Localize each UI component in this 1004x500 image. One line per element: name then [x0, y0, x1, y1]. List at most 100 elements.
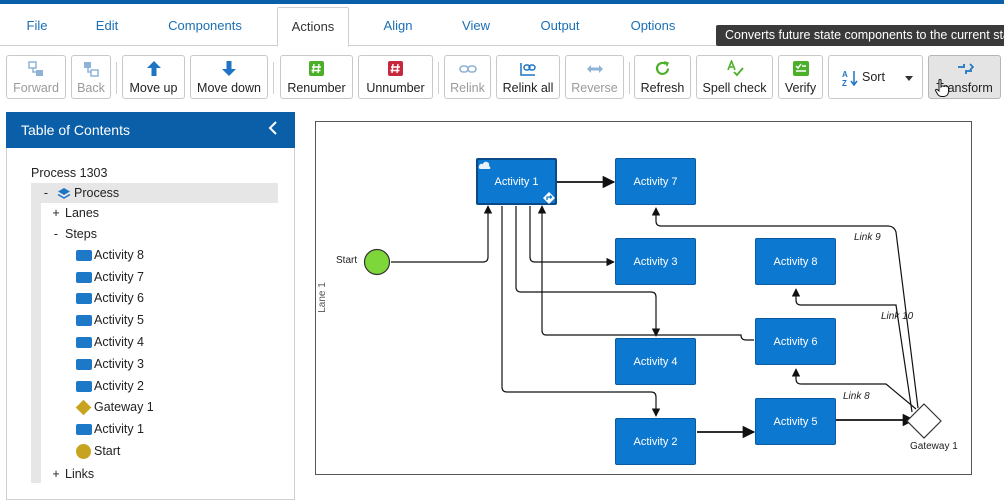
tree-item-label: Activity 4: [94, 335, 145, 349]
tree-toggle[interactable]: -: [43, 186, 49, 200]
move-up-button[interactable]: Move up: [122, 55, 185, 99]
activity-2[interactable]: Activity 2: [615, 418, 696, 465]
tab-options[interactable]: Options: [630, 18, 676, 33]
activity-icon: [76, 272, 92, 283]
tree-item-activity-8[interactable]: Activity 8: [41, 245, 278, 265]
link-icon: [445, 60, 490, 77]
activity-1[interactable]: Activity 1: [476, 158, 557, 205]
activity-icon: [76, 315, 92, 326]
connector-activity1-activity2: [501, 206, 661, 417]
chevron-down-icon: [905, 76, 913, 81]
tab-output[interactable]: Output: [540, 18, 580, 33]
activity-4[interactable]: Activity 4: [615, 338, 696, 385]
move-down-button[interactable]: Move down: [190, 55, 268, 99]
tree-item-activity-1[interactable]: Activity 1: [41, 419, 278, 439]
start-event[interactable]: [363, 248, 391, 276]
chevron-left-icon[interactable]: [268, 121, 278, 137]
activity-label: Activity 3: [633, 255, 678, 268]
tree-item-activity-3[interactable]: Activity 3: [41, 354, 278, 374]
tree-item-activity-2[interactable]: Activity 2: [41, 376, 278, 396]
gateway-marker-icon: [543, 192, 555, 204]
relink-all-button[interactable]: Relink all: [496, 55, 560, 99]
tree-item-links[interactable]: + Links: [41, 464, 278, 484]
activity-icon: [76, 293, 92, 304]
transform-icon: [929, 60, 1000, 77]
start-event-label: Start: [336, 255, 358, 266]
hash-icon: [281, 60, 352, 77]
spell-check-button[interactable]: Spell check: [696, 55, 773, 99]
toc-header: Table of Contents: [6, 112, 295, 148]
back-button[interactable]: Back: [71, 55, 111, 99]
tree-toggle[interactable]: +: [52, 206, 60, 220]
tree-item-label: Activity 1: [94, 422, 145, 436]
tree-toggle[interactable]: -: [53, 227, 59, 241]
toolbar-divider: [629, 62, 630, 94]
unnumber-button[interactable]: Unnumber: [358, 55, 433, 99]
refresh-button[interactable]: Refresh: [634, 55, 691, 99]
connector-start-activity1: [391, 205, 493, 263]
tab-edit[interactable]: Edit: [95, 18, 119, 33]
tab-components[interactable]: Components: [168, 18, 242, 33]
tree-item-process[interactable]: - Process: [41, 183, 278, 203]
activity-6[interactable]: Activity 6: [755, 318, 836, 365]
forward-button[interactable]: Forward: [6, 55, 66, 99]
tree-item-activity-4[interactable]: Activity 4: [41, 332, 278, 352]
tab-actions[interactable]: Actions: [277, 7, 349, 47]
tab-file[interactable]: File: [26, 18, 48, 33]
relink-label: Relink: [450, 81, 485, 95]
toc-panel: Table of Contents Process 1303 - Process…: [6, 112, 295, 500]
tree-children: - Process + Lanes - Steps Activity 8 Act…: [31, 183, 278, 483]
reverse-label: Reverse: [571, 81, 618, 95]
link-9-label[interactable]: Link 9: [854, 232, 881, 243]
move-up-label: Move up: [129, 81, 178, 95]
connector-link10: [791, 288, 913, 413]
relink-all-label: Relink all: [502, 81, 554, 95]
activity-3[interactable]: Activity 3: [615, 238, 696, 285]
tree-item-start[interactable]: Start: [41, 441, 278, 461]
process-diagram-canvas[interactable]: Lane 1 Start Activity 1 Activity 7 Activ…: [315, 121, 972, 475]
relink-button[interactable]: Relink: [444, 55, 491, 99]
tree-item-activity-5[interactable]: Activity 5: [41, 310, 278, 330]
link-8-label[interactable]: Link 8: [843, 391, 870, 402]
back-label: Back: [77, 81, 105, 95]
renumber-button[interactable]: Renumber: [280, 55, 353, 99]
activity-label: Activity 4: [633, 355, 678, 368]
tree-item-activity-6[interactable]: Activity 6: [41, 288, 278, 308]
spell-check-icon: [697, 60, 772, 77]
tree-item-lanes[interactable]: + Lanes: [41, 203, 278, 223]
tree-item-label: Activity 6: [94, 291, 145, 305]
tree-item-label: Activity 5: [94, 313, 145, 327]
tab-view[interactable]: View: [462, 18, 490, 33]
activity-7[interactable]: Activity 7: [615, 158, 696, 205]
link-10-label[interactable]: Link 10: [881, 311, 914, 322]
forward-icon: [7, 60, 65, 77]
tree-item-activity-7[interactable]: Activity 7: [41, 267, 278, 287]
tab-align[interactable]: Align: [383, 18, 413, 33]
gateway-icon: [75, 399, 92, 416]
tree-item-gateway-1[interactable]: Gateway 1: [41, 397, 278, 417]
connector-layer: [391, 175, 919, 439]
activity-icon: [76, 381, 92, 392]
sort-label: Sort: [862, 70, 885, 84]
tree-item-steps[interactable]: - Steps: [41, 224, 278, 244]
verify-button[interactable]: Verify: [778, 55, 823, 99]
activity-icon: [76, 337, 92, 348]
tree-toggle[interactable]: +: [52, 467, 60, 481]
reverse-button[interactable]: Reverse: [565, 55, 624, 99]
tree-item-label: Process: [74, 186, 120, 200]
connector-link9: [651, 207, 919, 409]
gateway-1[interactable]: [904, 402, 944, 442]
gateway-label: Gateway 1: [910, 441, 958, 452]
tree-root[interactable]: Process 1303: [31, 166, 108, 180]
activity-8[interactable]: Activity 8: [755, 238, 836, 285]
transform-label: Transform: [936, 81, 993, 95]
activity-5[interactable]: Activity 5: [755, 398, 836, 445]
verify-icon: [779, 60, 822, 77]
tree-item-label: Activity 7: [94, 270, 145, 284]
top-accent-bar: [0, 0, 1004, 4]
tree-item-label: Activity 8: [94, 248, 145, 262]
unnumber-label: Unnumber: [366, 81, 425, 95]
tree-item-label: Steps: [65, 227, 97, 241]
